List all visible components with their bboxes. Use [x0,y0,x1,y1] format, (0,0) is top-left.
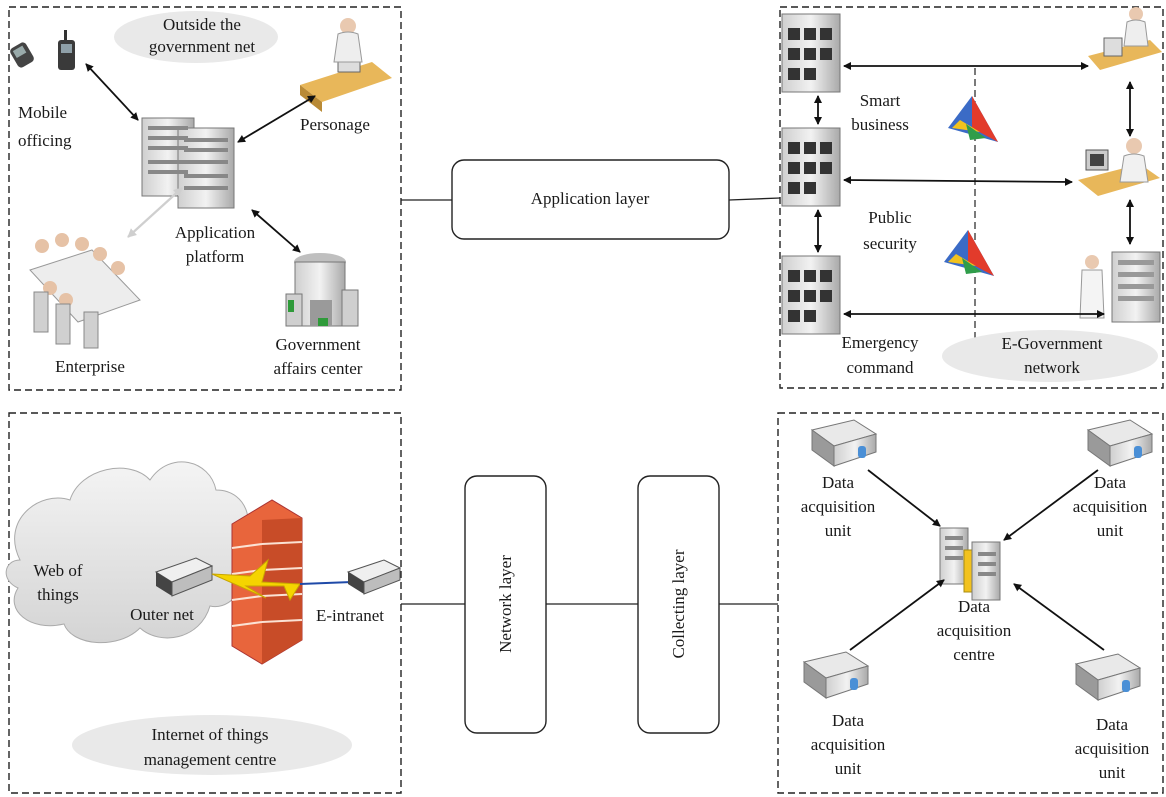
e-intranet-router-icon [346,559,402,595]
application-layer-box [451,159,730,240]
egov-panel-frame [779,6,1164,389]
arrow-platform-government [251,209,301,253]
analyst-workstation-icon [1078,138,1160,196]
unit-tl-label-3: unit [825,521,852,540]
building-icon [781,127,841,207]
arrow-mobile-platform [85,63,139,121]
arrow-platform-enterprise [127,187,183,238]
emergency-label-1: Emergency [841,333,919,352]
unit-tr-label-1: Data [1094,473,1127,492]
egov-network-label-1: E-Government [1001,334,1102,353]
egov-network-ellipse [942,330,1158,382]
emergency-label-2: command [846,358,914,377]
web-of-things-cloud [5,461,249,644]
unit-bl-label-3: unit [835,759,862,778]
arrow-platform-personage [237,95,316,143]
network-layer-label: Network layer [496,555,515,653]
arrow-unit-br-centre [1013,583,1105,651]
collecting-layer-label: Collecting layer [669,549,688,658]
platform-label-1: Application [175,223,256,242]
arrow-unit-tr-centre [1003,469,1099,541]
gov-center-label-1: Government [276,335,361,354]
intranet-link [299,581,353,585]
public-security-label-1: Public [868,208,912,227]
web-of-things-label-1: Web of [33,561,82,580]
unit-tr-label-2: acquisition [1073,497,1148,516]
unit-br-label-1: Data [1096,715,1129,734]
mobile-label-2: officing [18,131,72,150]
data-acquisition-unit-icon [1074,653,1142,701]
outer-net-router-icon [154,557,214,597]
application-panel-frame [8,6,402,391]
iot-mgmt-label-2: management centre [144,750,277,769]
outside-net-label-2: government net [149,37,255,56]
public-security-label-2: security [863,234,917,253]
arrow-unit-bl-centre [849,579,945,651]
enterprise-meeting-icon [29,233,141,349]
data-acquisition-centre-icon [939,527,1001,601]
mobile-label-1: Mobile [18,103,67,122]
public-security-shield-icon [944,230,994,276]
unit-br-label-2: acquisition [1075,739,1150,758]
platform-label-2: platform [186,247,245,266]
web-of-things-label-2: things [37,585,79,604]
smart-business-shield-icon [948,96,998,142]
network-layer-box [464,475,547,734]
iot-mgmt-label-1: Internet of things [151,725,268,744]
outside-net-label-1: Outside the [163,15,241,34]
enterprise-label: Enterprise [55,357,125,376]
arrow-building-analyst [843,176,1073,186]
unit-bl-label-2: acquisition [811,735,886,754]
centre-label-2: acquisition [937,621,1012,640]
server-room-operator-icon [1079,251,1161,323]
unit-bl-label-1: Data [832,711,865,730]
collecting-layer-box [637,475,720,734]
outer-net-label: Outer net [130,605,194,624]
data-acquisition-unit-icon [802,651,870,699]
egov-network-label-2: network [1024,358,1080,377]
iot-panel-frame [8,412,402,794]
collect-panel-frame [777,412,1164,794]
smart-business-label-1: Smart [860,91,901,110]
data-acquisition-unit-icon [810,419,878,467]
lightning-link-icon [211,558,301,602]
data-acquisition-unit-icon [1086,419,1154,467]
application-server-icon [141,117,235,209]
personage-workstation-icon [300,18,392,112]
operator-workstation-icon [1088,7,1162,70]
government-building-icon [285,253,359,327]
unit-br-label-3: unit [1099,763,1126,782]
personage-label: Personage [300,115,370,134]
application-layer-label: Application layer [531,189,650,208]
outside-net-ellipse [114,11,278,63]
gov-center-label-2: affairs center [274,359,363,378]
unit-tl-label-1: Data [822,473,855,492]
building-icon [781,13,841,93]
centre-label-3: centre [953,645,995,664]
unit-tr-label-3: unit [1097,521,1124,540]
e-intranet-label: E-intranet [316,606,384,625]
app-layer-connector-right [728,197,781,201]
building-icon [781,255,841,335]
mobile-phone-icon [10,30,75,70]
centre-label-1: Data [958,597,991,616]
iot-mgmt-ellipse [72,715,352,775]
arrow-unit-tl-centre [867,469,941,527]
unit-tl-label-2: acquisition [801,497,876,516]
smart-business-label-2: business [851,115,909,134]
